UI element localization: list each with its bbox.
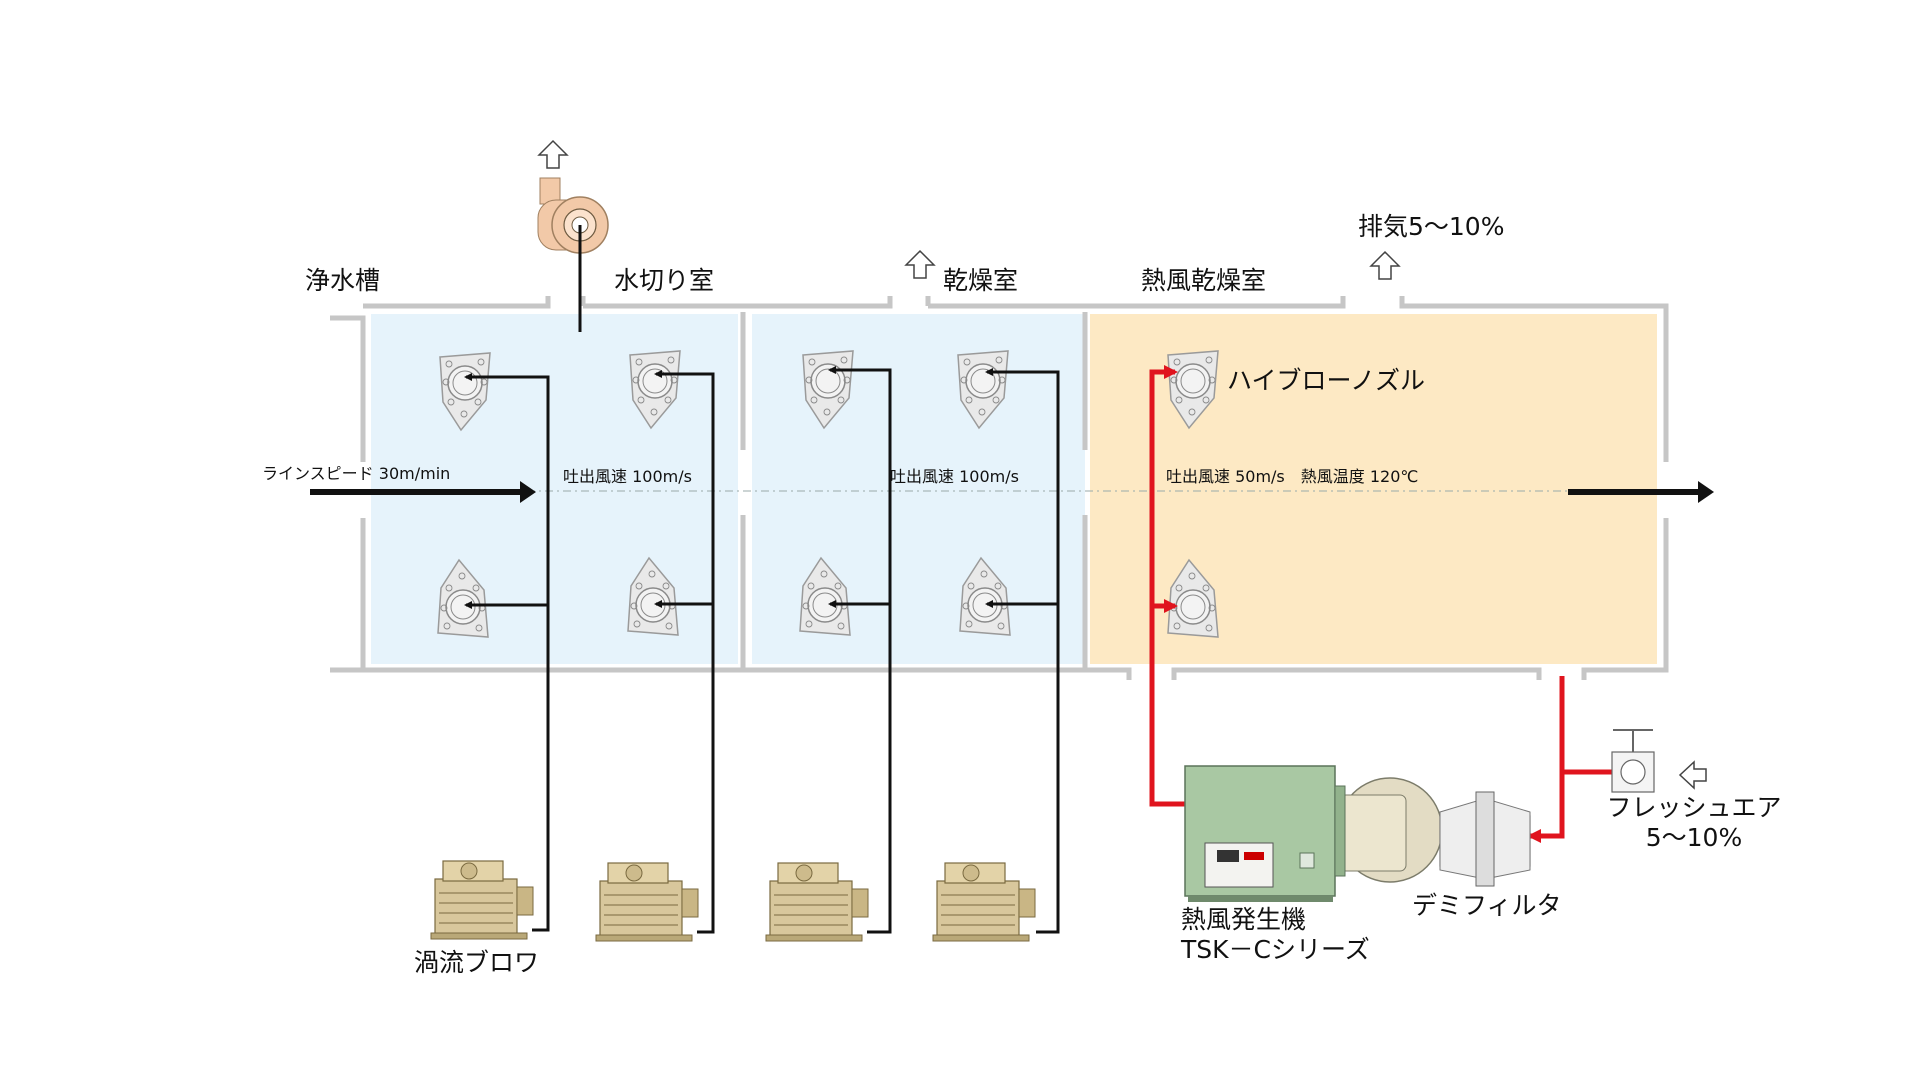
hot-air-drying-room-label: 熱風乾燥室 — [1141, 266, 1267, 295]
blower-icon — [932, 862, 1036, 942]
blower-icon — [765, 862, 869, 942]
vortex-blower-label: 渦流ブロワ — [414, 948, 540, 977]
exhaust-label: 排気5〜10% — [1358, 212, 1505, 241]
outlet-speed-drain-label: 吐出風速 100m/s — [563, 467, 692, 486]
right-arrow-icon — [520, 481, 536, 503]
drain-room-label: 水切り室 — [614, 266, 715, 295]
chamber-walls — [330, 296, 1669, 680]
fan-icon — [537, 177, 609, 254]
drying-room-label: 乾燥室 — [943, 266, 1019, 295]
valve-icon — [1611, 729, 1655, 793]
left-arrow-icon — [1678, 760, 1707, 790]
up-arrow-icon — [905, 250, 935, 279]
demister-filter-label: デミフィルタ — [1412, 891, 1562, 920]
blower-icon — [595, 862, 699, 942]
clean-water-tank-label: 浄水槽 — [305, 266, 381, 295]
hot-air-generator-name: 熱風発生機 — [1181, 905, 1307, 934]
fresh-air-label: フレッシュエア — [1606, 793, 1782, 822]
outlet-speed-hot-label: 吐出風速 50m/s 熱風温度 120℃ — [1166, 467, 1419, 486]
high-blow-nozzle-label: ハイブローノズル — [1227, 366, 1426, 395]
filter-icon — [1439, 791, 1531, 887]
blower-icon — [430, 860, 534, 940]
fresh-air-ratio: 5〜10% — [1645, 823, 1743, 852]
up-arrow-icon — [1370, 251, 1400, 280]
generator-icon — [1184, 765, 1443, 902]
up-arrow-icon — [538, 140, 568, 169]
line-speed-label: ラインスピード 30m/min — [262, 464, 451, 483]
outlet-speed-drying-label: 吐出風速 100m/s — [890, 467, 1019, 486]
right-arrow-icon — [1698, 481, 1714, 503]
air-pipes — [464, 366, 1060, 934]
hot-air-generator-series: TSK－Cシリーズ — [1181, 935, 1370, 964]
